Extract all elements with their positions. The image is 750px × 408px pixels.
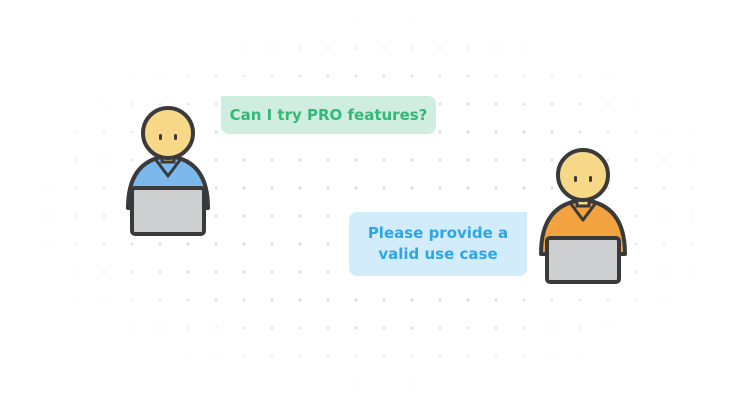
- customer-message-text: Can I try PRO features?: [229, 105, 428, 124]
- support-illustration: [539, 148, 627, 284]
- support-laptop: [545, 236, 621, 284]
- customer-laptop: [130, 186, 206, 236]
- support-message-bubble: Please provide a valid use case: [349, 212, 527, 276]
- customer-head: [141, 106, 195, 160]
- support-head: [556, 148, 610, 202]
- customer-message-bubble: Can I try PRO features?: [221, 96, 436, 134]
- support-message-text: Please provide a valid use case: [367, 224, 509, 263]
- customer-illustration: [126, 106, 210, 236]
